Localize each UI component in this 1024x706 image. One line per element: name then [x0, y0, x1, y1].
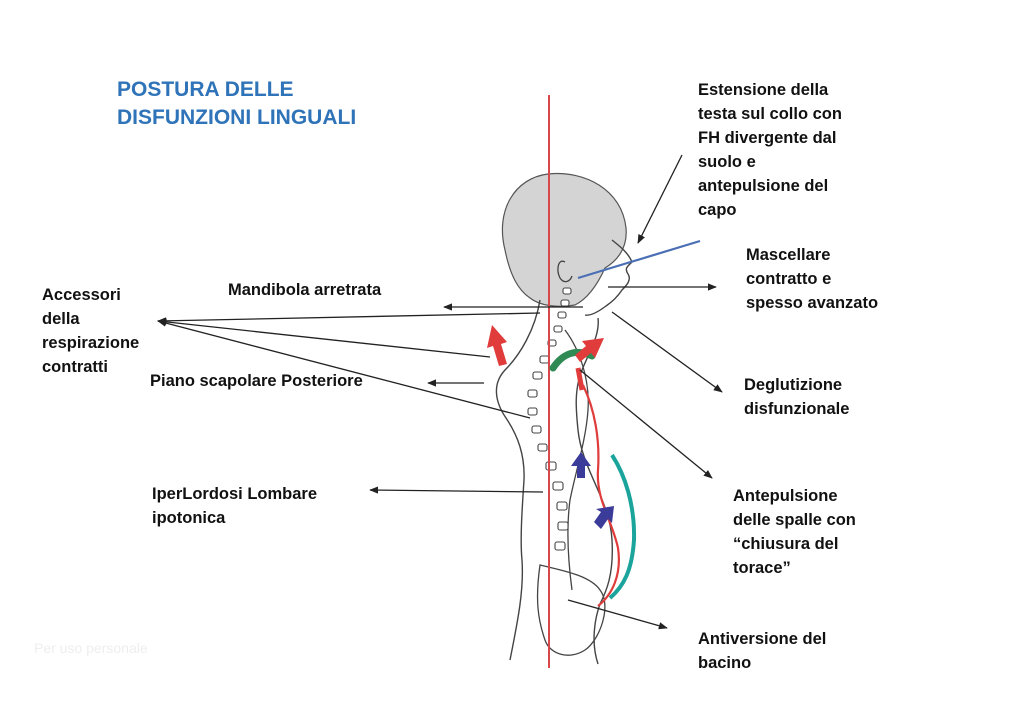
- label-piano: Piano scapolare Posteriore: [150, 372, 363, 390]
- label-iperlordosi: IperLordosi Lombare ipotonica: [152, 485, 318, 527]
- label-antepulsione-spalle: Antepulsione delle spalle con “chiusura …: [733, 487, 856, 577]
- front-contour: [575, 317, 614, 665]
- annotation-arrows: [157, 154, 723, 630]
- arrow-accessori-1: [157, 312, 541, 325]
- label-accessori: Accessori della respirazione contratti: [42, 286, 140, 376]
- label-estensione: Estensione della testa sul collo con FH …: [698, 81, 842, 219]
- arrow-accessori-2: [157, 318, 491, 358]
- watermark: Per uso personale: [34, 640, 148, 656]
- blue-arrow-upper: [571, 452, 591, 478]
- shoulder-red-stroke: [575, 367, 585, 391]
- arrow-iperlordosi: [369, 486, 544, 494]
- arrow-accessori-3: [157, 319, 531, 419]
- red-arrow-front: [575, 338, 604, 362]
- face-profile: [584, 239, 633, 316]
- arrow-antiversione: [567, 599, 668, 630]
- blue-arrow-lower: [594, 506, 614, 529]
- arrow-antepulsione: [579, 369, 713, 479]
- arrow-estensione: [637, 154, 683, 244]
- title-line-1: POSTURA DELLE: [117, 78, 294, 101]
- title-line-2: DISFUNZIONI LINGUALI: [117, 106, 357, 129]
- arrow-deglutizione: [611, 311, 723, 393]
- head-hair: [501, 172, 627, 307]
- fh-line: [577, 239, 701, 280]
- label-antiversione: Antiversione del bacino: [698, 630, 827, 672]
- red-arrow-back: [487, 325, 507, 366]
- label-mandibola: Mandibola arretrata: [228, 281, 382, 299]
- abdomen-teal-line: [608, 453, 637, 600]
- thorax-red-curve: [582, 384, 620, 607]
- back-contour: [495, 299, 541, 661]
- spine-vertebrae: [527, 287, 572, 551]
- diagram-title: POSTURA DELLE DISFUNZIONI LINGUALI: [117, 76, 356, 132]
- label-deglutizione: Deglutizione disfunzionale: [744, 376, 850, 418]
- ear: [557, 260, 573, 283]
- label-mascellare: Mascellare contratto e spesso avanzato: [746, 246, 879, 312]
- pelvis: [536, 564, 606, 656]
